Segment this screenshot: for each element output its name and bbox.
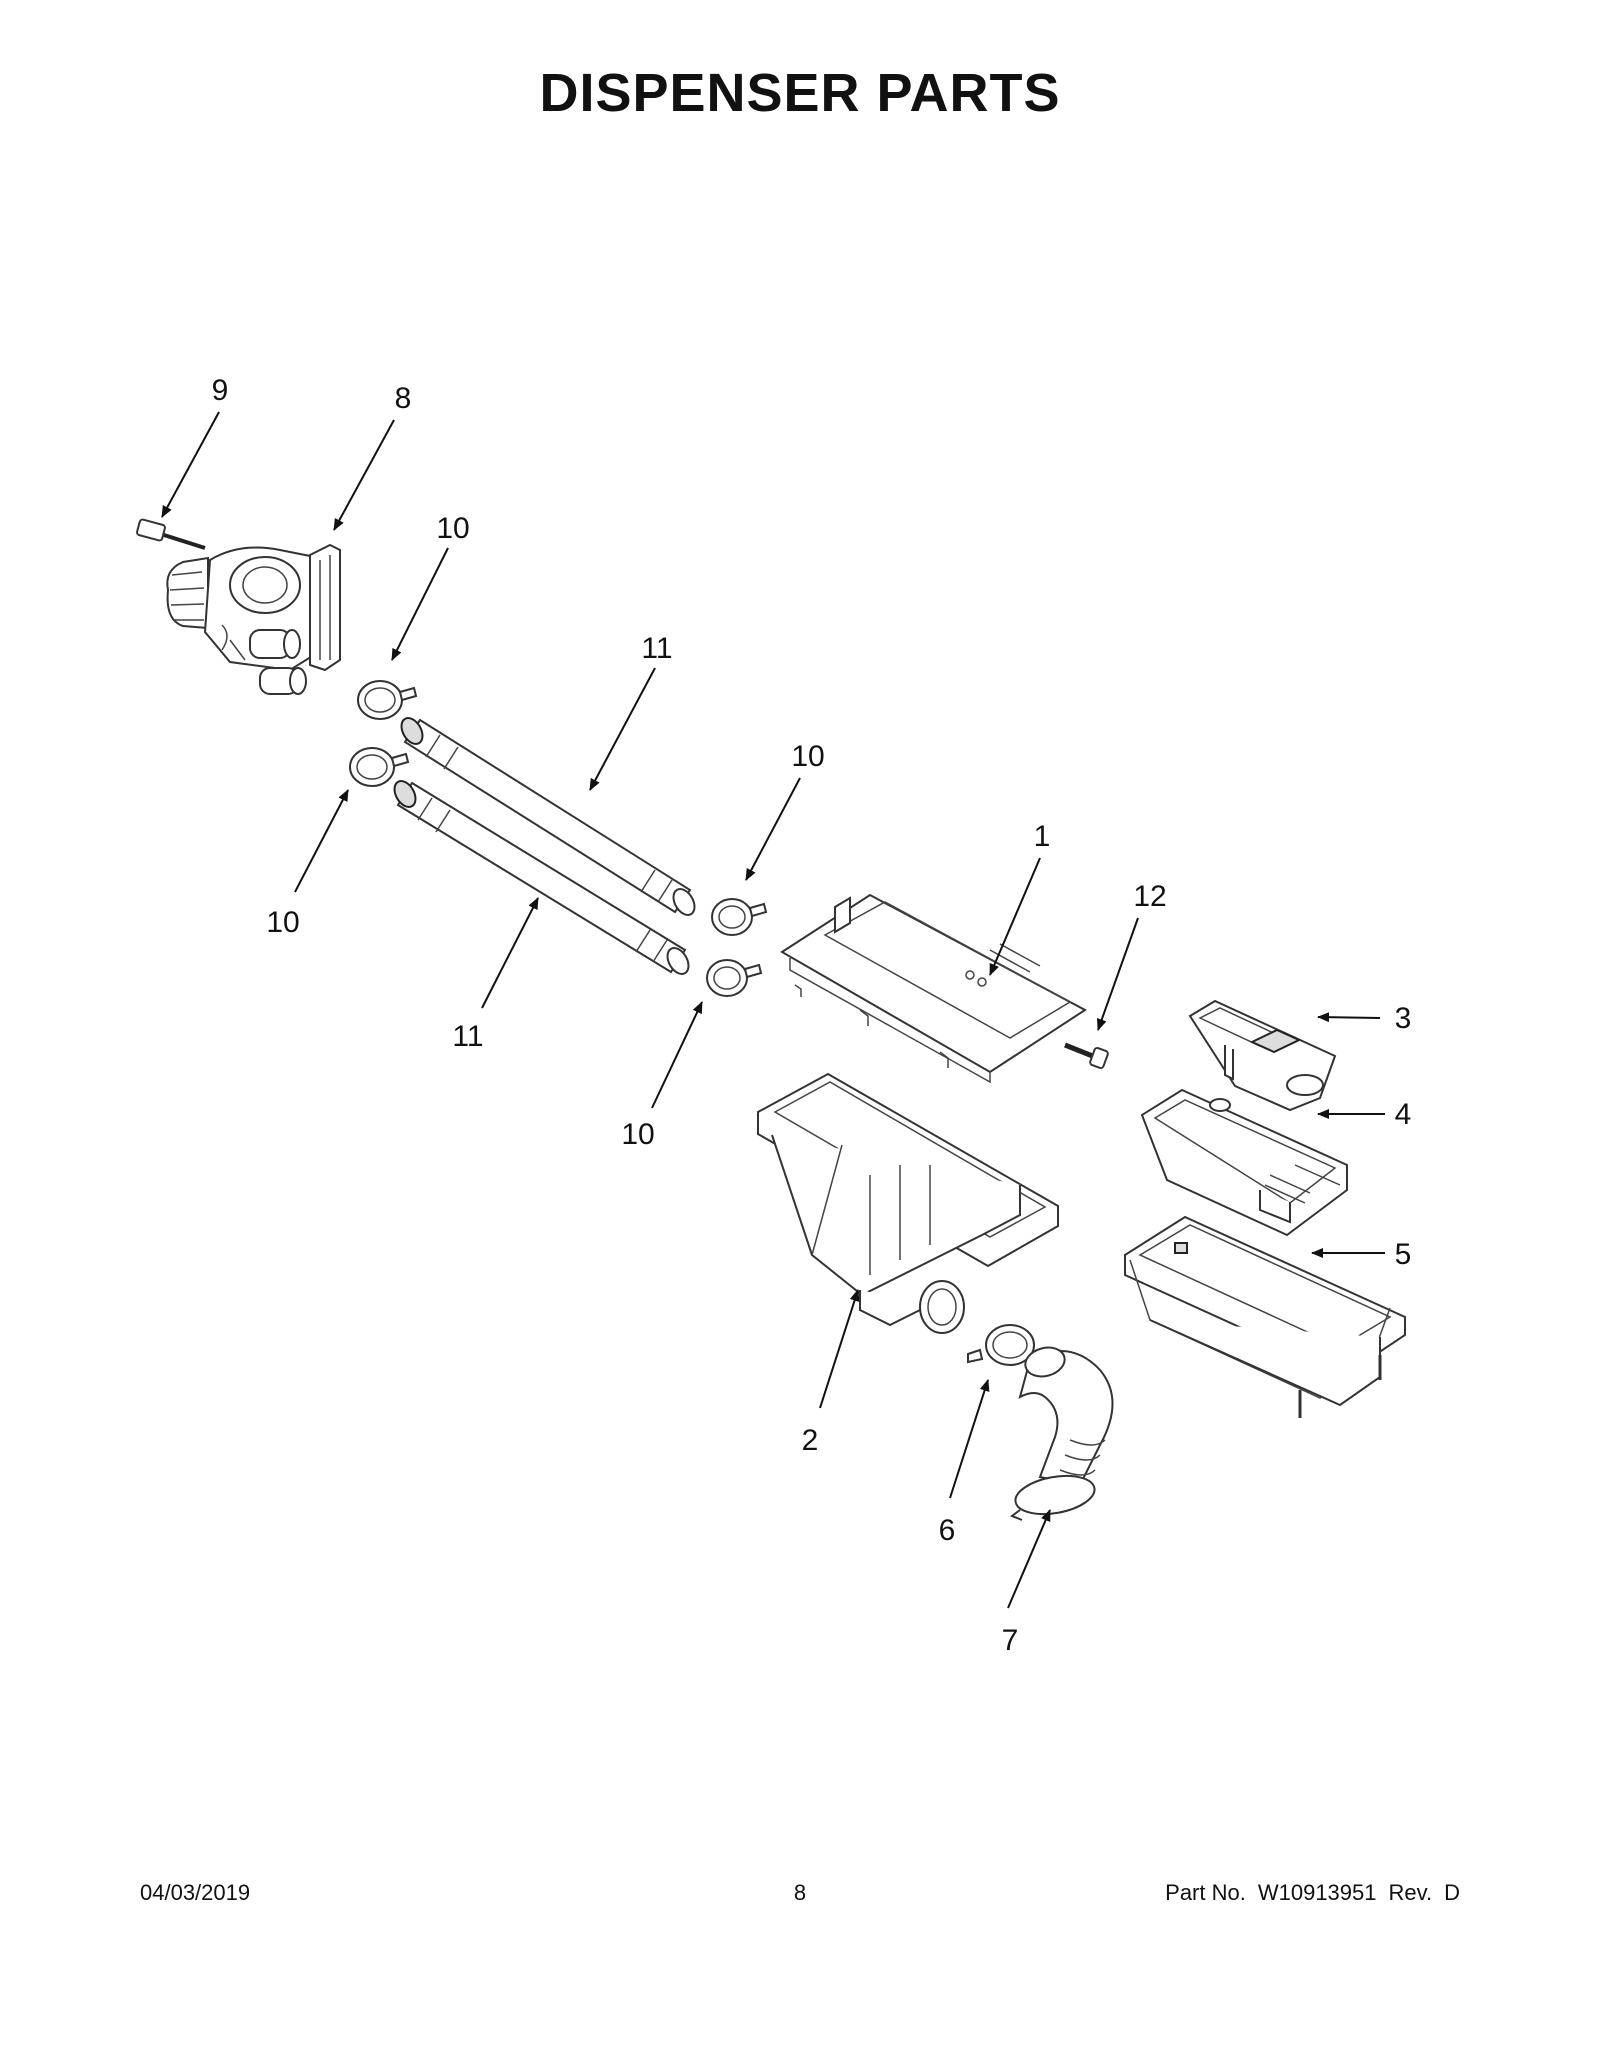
dispenser-drawer-drawing	[1124, 1215, 1406, 1418]
callout-9: 9	[212, 374, 229, 407]
footer-part-number: Part No. W10913951 Rev. D	[1153, 1880, 1460, 1906]
leader-1	[989, 857, 1041, 976]
leader-11b	[481, 897, 539, 1009]
hose-lower-drawing	[393, 780, 690, 975]
callout-11: 11	[641, 632, 672, 665]
leader-10b	[745, 777, 801, 881]
leader-arrows	[161, 411, 1385, 1609]
leader-9	[161, 411, 220, 518]
callout-10: 10	[436, 512, 469, 545]
footer-page-number: 8	[793, 1880, 807, 1905]
cover-screw-drawing	[1064, 1042, 1109, 1070]
hose-clamp-upper-drawing	[357, 680, 418, 720]
callout-labels: 9 8 10 11 10 10 11 10 1 12 3 4 5 2 6 7	[212, 374, 1412, 1657]
leader-6	[949, 1379, 990, 1499]
callout-10: 10	[621, 1118, 654, 1151]
hose-clamp-lower-drawing	[706, 959, 763, 997]
page-title: DISPENSER PARTS	[539, 63, 1061, 123]
leader-2	[819, 1289, 860, 1409]
hose-upper-drawing	[400, 717, 696, 916]
part-no-value: W10913951	[1257, 1880, 1377, 1905]
rev-value: D	[1444, 1880, 1460, 1905]
dispenser-cover-drawing	[780, 893, 1087, 1084]
callout-2: 2	[802, 1424, 819, 1457]
leader-10a	[391, 547, 449, 661]
leader-10d	[651, 1001, 703, 1109]
callout-11: 11	[452, 1020, 483, 1053]
callout-10: 10	[266, 906, 299, 939]
bellows-clamp-drawing	[967, 1324, 1035, 1366]
water-inlet-valve-drawing	[166, 543, 341, 695]
callout-10: 10	[791, 740, 824, 773]
leader-7	[1007, 1509, 1051, 1609]
leader-12	[1096, 917, 1139, 1031]
dispenser-cup-drawing	[1188, 999, 1337, 1112]
leader-8	[333, 419, 395, 531]
leader-10c	[294, 789, 349, 893]
callout-6: 6	[939, 1514, 956, 1547]
water-valve-screw-drawing	[136, 518, 206, 550]
callout-3: 3	[1395, 1002, 1412, 1035]
callout-8: 8	[395, 382, 412, 415]
callout-7: 7	[1002, 1624, 1019, 1657]
leader-3	[1317, 1012, 1381, 1023]
callout-4: 4	[1395, 1098, 1412, 1131]
callout-1: 1	[1034, 820, 1051, 853]
leader-11a	[589, 667, 656, 791]
rev-label: Rev.	[1388, 1880, 1433, 1905]
dispenser-drawer-insert-drawing	[1140, 1088, 1348, 1237]
callout-5: 5	[1395, 1238, 1412, 1271]
dispenser-housing-drawing	[757, 1072, 1059, 1334]
hose-clamp-left-drawing	[349, 747, 410, 787]
footer-date: 04/03/2019	[140, 1880, 251, 1905]
bellows-hose-drawing	[1009, 1346, 1114, 1521]
hose-clamp-mid-drawing	[711, 898, 768, 936]
part-no-label: Part No.	[1165, 1880, 1246, 1905]
callout-12: 12	[1133, 880, 1166, 913]
